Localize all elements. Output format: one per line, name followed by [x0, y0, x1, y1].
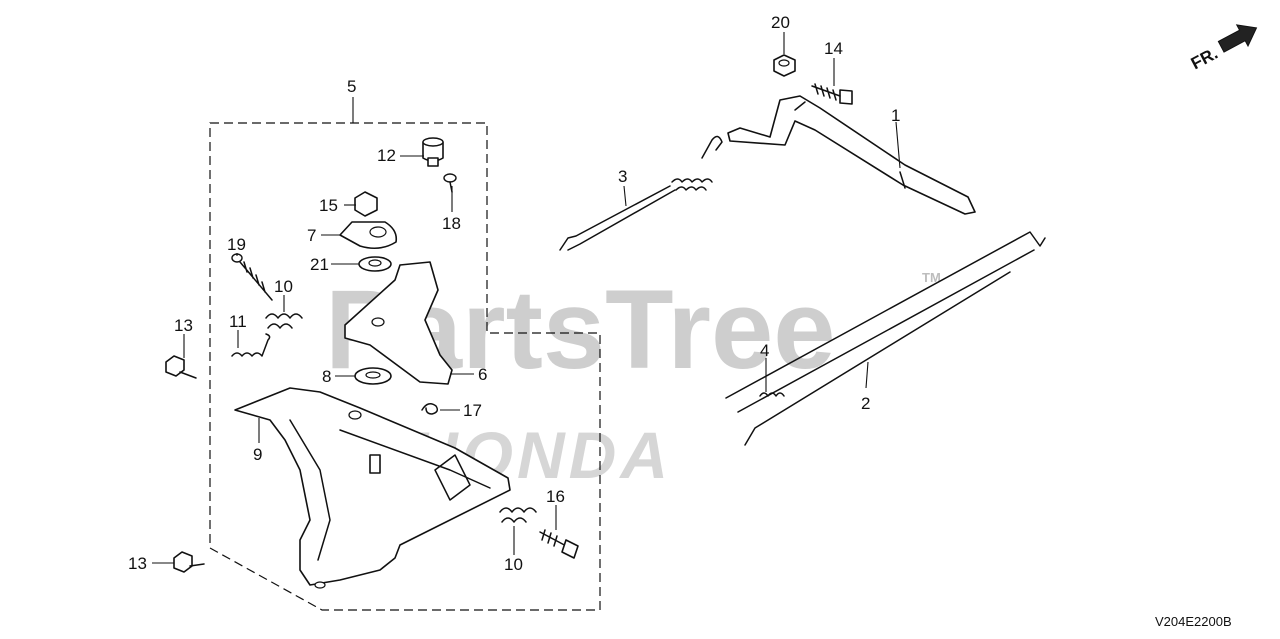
callout-16: 16 [546, 487, 565, 506]
washer-8 [354, 367, 392, 385]
callout-13-lower: 13 [128, 554, 147, 573]
bolt-13-upper [165, 355, 197, 379]
control-lever [727, 95, 976, 215]
callout-13-upper: 13 [174, 316, 193, 335]
callout-19: 19 [227, 235, 246, 254]
callout-15: 15 [319, 196, 338, 215]
washer-21 [358, 256, 392, 272]
callout-10-upper: 10 [274, 277, 293, 296]
callout-14: 14 [824, 39, 843, 58]
callout-1: 1 [891, 106, 900, 125]
callout-8: 8 [322, 367, 331, 386]
callouts: 20 14 1 3 2 4 5 12 15 18 7 21 19 10 11 1… [128, 13, 900, 574]
watermark-trademark: TM [922, 270, 941, 285]
bolt-16 [539, 529, 579, 559]
bolt-13-lower [173, 551, 205, 573]
callout-20: 20 [771, 13, 790, 32]
clip-17 [421, 403, 439, 415]
front-label: FR. [1188, 44, 1221, 74]
knob-12 [422, 137, 444, 167]
drawing-code: V204E2200B [1155, 614, 1232, 629]
control-rod-2 [725, 231, 1046, 446]
callout-17: 17 [463, 401, 482, 420]
bolt-14 [811, 83, 853, 105]
assembly-boundary [209, 122, 601, 611]
nut-20 [773, 54, 796, 77]
callout-12: 12 [377, 146, 396, 165]
callout-4: 4 [760, 341, 769, 360]
lever-plate-6 [344, 261, 453, 385]
callout-9: 9 [253, 445, 262, 464]
nut-15 [354, 191, 378, 217]
callout-21: 21 [310, 255, 329, 274]
front-indicator: FR. [1188, 24, 1258, 74]
callout-7: 7 [307, 226, 316, 245]
cam-plate-7 [339, 221, 398, 250]
spring-11 [231, 333, 271, 357]
spring-10-upper [265, 313, 303, 329]
callout-2: 2 [861, 394, 870, 413]
base-bracket-9 [234, 387, 511, 589]
callout-10-lower: 10 [504, 555, 523, 574]
callout-18: 18 [442, 214, 461, 233]
spring-rod-3 [559, 135, 723, 251]
callout-5: 5 [347, 77, 356, 96]
leader-lines [152, 32, 901, 564]
callout-6: 6 [478, 365, 487, 384]
front-arrow-icon [1217, 24, 1258, 53]
bolt-19 [231, 253, 273, 301]
callout-3: 3 [618, 167, 627, 186]
spring-4 [759, 392, 785, 397]
spring-10-lower [499, 507, 537, 523]
screw-18 [443, 173, 457, 193]
callout-11: 11 [229, 312, 247, 331]
